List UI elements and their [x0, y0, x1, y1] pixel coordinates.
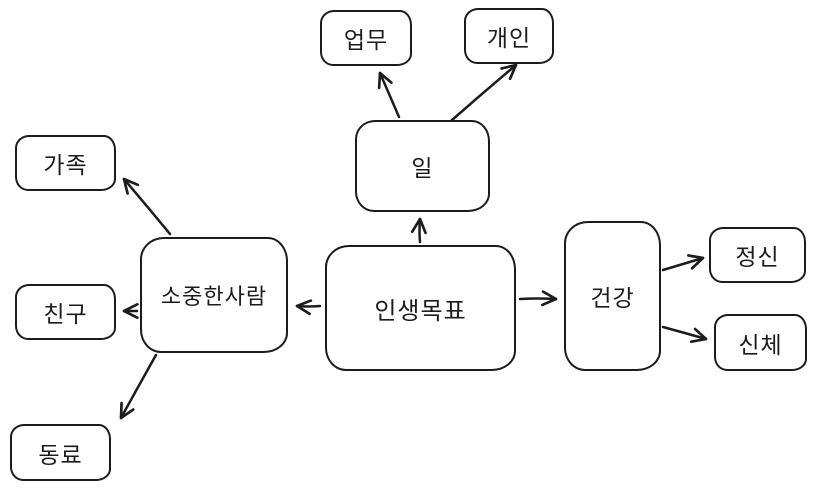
node-important-people: 소중한사람 [140, 237, 288, 353]
node-family-label: 가족 [43, 153, 88, 179]
node-work: 일 [355, 120, 490, 212]
arrow-center-to-work [410, 217, 427, 244]
node-family: 가족 [15, 135, 116, 191]
node-health: 건강 [564, 221, 661, 371]
arrow-health-to-mind [661, 254, 705, 272]
node-life-goals: 인생목표 [325, 245, 516, 371]
node-important-people-label: 소중한사람 [160, 285, 268, 310]
arrow-health-to-body [661, 325, 708, 344]
node-personal: 개인 [464, 8, 554, 64]
arrow-work-to-task [377, 71, 401, 119]
node-personal-label: 개인 [486, 26, 532, 52]
arrow-center-to-health [518, 290, 558, 307]
node-friend-label: 친구 [43, 302, 88, 328]
node-health-label: 건강 [590, 286, 635, 312]
node-task: 업무 [320, 10, 412, 66]
arrow-people-to-colleague [119, 353, 158, 420]
node-mind: 정신 [709, 227, 806, 283]
node-task-label: 업무 [343, 28, 389, 54]
node-colleague: 동료 [10, 424, 111, 481]
node-life-goals-label: 인생목표 [374, 296, 467, 325]
arrow-work-to-personal [450, 63, 518, 122]
arrow-people-to-family [122, 177, 172, 236]
node-friend: 친구 [15, 284, 116, 340]
node-colleague-label: 동료 [38, 442, 83, 469]
arrow-center-to-people [295, 299, 322, 316]
node-body: 신체 [714, 314, 807, 371]
node-work-label: 일 [411, 156, 434, 182]
node-mind-label: 정신 [735, 245, 780, 271]
node-body-label: 신체 [738, 332, 783, 359]
